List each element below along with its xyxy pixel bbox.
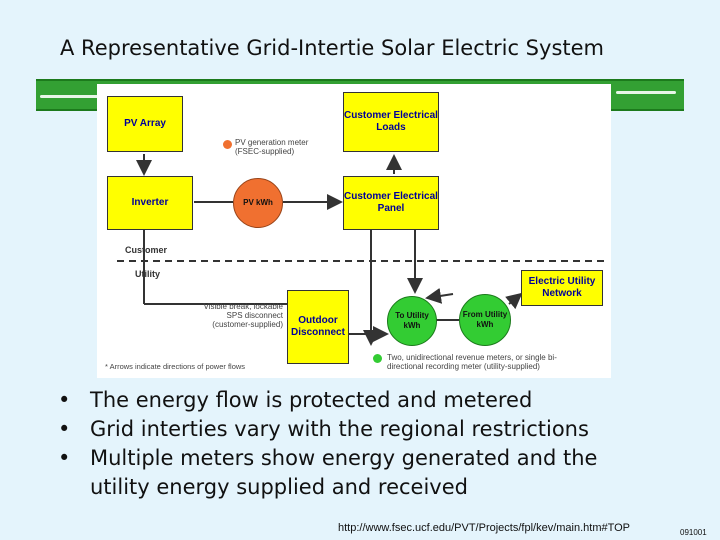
bullet-item: The energy flow is protected and metered [58,386,658,415]
disconnect-note-line: SPS disconnect [226,311,283,320]
footer-url-link[interactable]: http://www.fsec.ucf.edu/PVT/Projects/fpl… [338,522,631,534]
pv-array-box: PV Array [107,96,183,152]
bar-streak [40,95,120,98]
revenue-note-line: directional recording meter (utility-sup… [387,362,540,371]
slide-title: A Representative Grid-Intertie Solar Ele… [60,36,604,60]
from-utility-label: From Utility kWh [462,310,508,329]
pv-meter-note-line: (FSEC-supplied) [235,147,295,156]
bullet-list: The energy flow is protected and metered… [58,386,658,502]
bar-streak [616,91,676,94]
system-diagram: PV Array Inverter Customer Electrical Lo… [97,84,611,378]
disconnect-note-line: (customer-supplied) [212,320,283,329]
bullet-item: Multiple meters show energy generated an… [58,444,658,502]
revenue-meter-legend-dot [373,354,382,363]
disconnect-note: Visible break, lockable SPS disconnect (… [189,302,283,329]
revenue-note-line: Two, unidirectional revenue meters, or s… [387,353,557,362]
to-utility-label: To Utility kWh [395,311,429,330]
customer-side-label: Customer [125,245,168,255]
bullet-text: Grid interties vary with the regional re… [90,417,589,441]
bullet-item: Grid interties vary with the regional re… [58,415,658,444]
inverter-label: Inverter [131,197,169,208]
from-utility-meter: From Utility kWh [459,294,511,346]
pv-meter-note-line: PV generation meter [235,138,309,147]
inverter-box: Inverter [107,176,193,230]
customer-panel-box: Customer Electrical Panel [343,176,439,230]
outdoor-disconnect-box: Outdoor Disconnect [287,290,349,364]
customer-loads-box: Customer Electrical Loads [343,92,439,152]
to-utility-meter: To Utility kWh [387,296,437,346]
pv-array-label: PV Array [124,118,166,129]
revenue-meter-note: Two, unidirectional revenue meters, or s… [387,353,557,371]
utility-side-label: Utility [135,269,161,279]
disconnect-note-line: Visible break, lockable [203,302,283,311]
customer-loads-label: Customer Electrical Loads [344,110,438,133]
bullet-text: utility energy supplied and received [90,475,468,499]
pv-meter-legend-dot [223,140,232,149]
pv-kwh-label: PV kWh [243,198,273,207]
utility-network-label: Electric Utility Network [528,276,596,299]
arrows-note: * Arrows indicate directions of power fl… [105,362,246,371]
bullet-text: The energy flow is protected and metered [90,388,533,412]
outdoor-disconnect-label: Outdoor Disconnect [291,315,345,338]
footer-code: 091001 [680,528,707,537]
pv-kwh-meter: PV kWh [233,178,283,228]
pv-meter-note: PV generation meter (FSEC-supplied) [235,138,308,156]
utility-network-box: Electric Utility Network [521,270,603,306]
customer-panel-label: Customer Electrical Panel [344,191,438,214]
bullet-text: Multiple meters show energy generated an… [90,446,598,470]
